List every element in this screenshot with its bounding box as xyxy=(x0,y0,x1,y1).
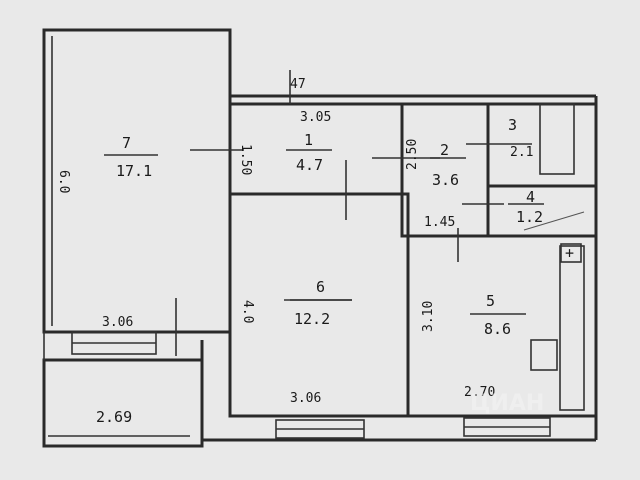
room-5-area: 8.6 xyxy=(484,320,511,338)
room-6-number: 6 xyxy=(316,278,325,296)
room-5-width: 2.70 xyxy=(464,385,495,400)
balcony-width: 2.69 xyxy=(96,408,132,426)
plus-box xyxy=(560,243,582,263)
room-7-area: 17.1 xyxy=(116,162,152,180)
corridor-width: 3.05 xyxy=(300,110,331,125)
plus-marker: + xyxy=(565,244,574,262)
room-1-height: 1.50 xyxy=(238,144,253,175)
room-2-height: 2.50 xyxy=(405,139,420,170)
room-5-height: 3.10 xyxy=(421,301,436,332)
room-4-number: 4 xyxy=(526,188,535,206)
room-1-area: 4.7 xyxy=(296,156,323,174)
stove-fixture xyxy=(530,339,558,371)
room-6-area: 12.2 xyxy=(294,310,330,328)
top-dimension-47: 47 xyxy=(290,77,306,92)
hall-dimension: 1.45 xyxy=(424,215,455,230)
room-6-width: 3.06 xyxy=(290,391,321,406)
room-7-number: 7 xyxy=(122,134,131,152)
room-2-area: 3.6 xyxy=(432,171,459,189)
wc-dimension: 2.1 xyxy=(510,145,533,160)
room-3-number: 3 xyxy=(508,116,517,134)
room-2-number: 2 xyxy=(440,141,449,159)
room-1-number: 1 xyxy=(304,131,313,149)
room-4-area: 1.2 xyxy=(516,208,543,226)
wc-fixture xyxy=(539,103,575,175)
room-6-height: 4.0 xyxy=(240,300,255,323)
room-5-side-band xyxy=(559,245,585,411)
room-5-number: 5 xyxy=(486,292,495,310)
room-4-hatch xyxy=(523,211,585,231)
room-7-height: 6.0 xyxy=(56,170,71,193)
watermark-text: ЦИАН xyxy=(470,391,544,416)
room-7-width: 3.06 xyxy=(102,315,133,330)
